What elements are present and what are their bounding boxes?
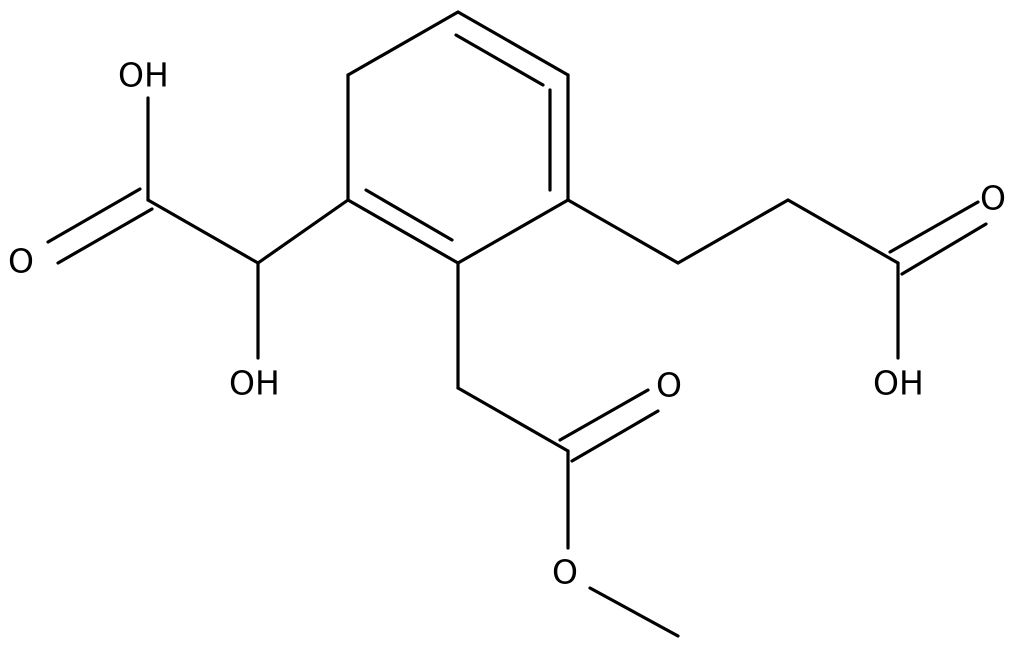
atom-label-oh: OH <box>118 56 169 95</box>
double-bond <box>46 187 142 244</box>
single-bond <box>588 586 680 638</box>
double-bond <box>900 222 988 276</box>
single-bond <box>676 198 790 265</box>
double-bond <box>56 207 154 265</box>
ring-double-bond <box>364 188 454 242</box>
single-bond <box>566 198 680 265</box>
ring-bond <box>346 198 460 265</box>
single-bond <box>786 198 900 265</box>
methyl-acetate-group: O O <box>456 261 682 638</box>
ring-double-bond <box>454 33 545 87</box>
single-bond <box>456 386 570 453</box>
single-bond <box>256 198 350 265</box>
ring-bond <box>456 198 570 265</box>
propanoic-acid-group: O OH <box>566 179 1006 403</box>
double-bond <box>558 388 650 442</box>
single-bond <box>146 198 260 265</box>
atom-label-oh: OH <box>229 364 280 403</box>
hydroxyacetic-acid-group: OH O OH <box>8 56 350 403</box>
atom-label-o: O <box>656 366 682 405</box>
benzene-ring <box>346 10 570 265</box>
double-bond <box>888 200 980 254</box>
atom-label-oh: OH <box>873 364 924 403</box>
ring-bond <box>346 10 460 77</box>
atom-label-o: O <box>552 553 578 592</box>
atom-label-o: O <box>8 242 34 281</box>
atom-label-o: O <box>980 179 1006 218</box>
double-bond <box>570 409 660 463</box>
ring-bond <box>456 10 570 77</box>
